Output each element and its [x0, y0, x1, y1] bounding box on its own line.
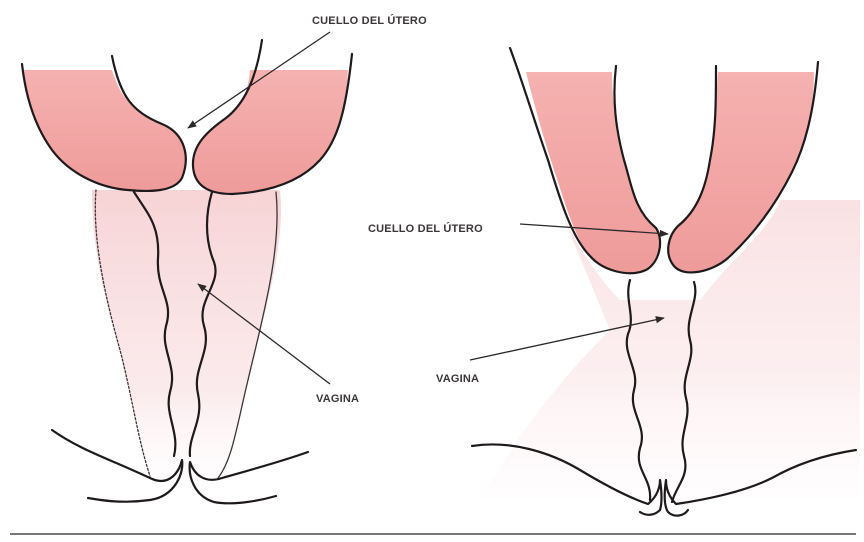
- right-anatomy: [472, 48, 860, 516]
- cervix-right-text: CUELLO DEL ÚTERO: [368, 222, 483, 235]
- right-uterus-left: [526, 72, 660, 273]
- vagina-left-text: VAGINA: [316, 393, 359, 405]
- left-anatomy: [22, 40, 352, 503]
- cervix-top-text: CUELLO DEL ÚTERO: [312, 14, 427, 27]
- left-uterus-left-lobe: [22, 70, 186, 191]
- left-soft-tissue: [92, 190, 281, 478]
- vagina-right-text: VAGINA: [436, 373, 479, 385]
- left-uterus-right-lobe: [193, 70, 348, 194]
